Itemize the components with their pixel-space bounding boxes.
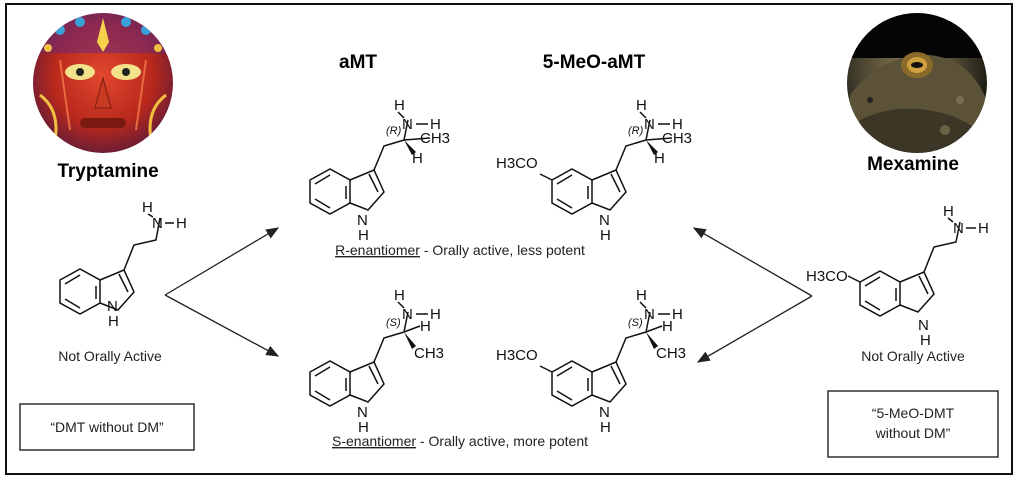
arrow-left-to-r <box>164 227 280 296</box>
r-enantiomer-caption: R-enantiomer - Orally active, less poten… <box>335 242 585 258</box>
meo-s-h1: H <box>636 287 647 304</box>
meo-s-n: N <box>644 306 655 323</box>
amt-s-h3: H <box>420 318 431 335</box>
nh-label: H <box>108 313 119 330</box>
tryptamine-title: Tryptamine <box>57 161 158 182</box>
methoxy-label: H3CO <box>806 268 848 285</box>
amt-r-h2: H <box>430 116 441 133</box>
right-note-box: “5-MeO-DMT without DM” <box>827 390 999 458</box>
meo-amt-title: 5-MeO-aMT <box>543 52 646 73</box>
meo-amt-s-structure: H3CO H N H H CH3 (S) N H <box>496 287 686 436</box>
psychedelic-face-image <box>33 13 173 153</box>
r-enantiomer-label: R-enantiomer <box>335 242 420 258</box>
amt-r-indole-n: N <box>357 212 368 229</box>
amt-s-n: N <box>402 306 413 323</box>
arrow-right-to-s <box>696 295 813 363</box>
meo-s-stereo: (S) <box>628 317 643 329</box>
n-label: N <box>107 298 118 315</box>
left-note-text: “DMT without DM” <box>50 419 164 435</box>
amt-s-h2: H <box>430 306 441 323</box>
s-enantiomer-label: S-enantiomer <box>332 433 416 449</box>
s-enantiomer-desc: - Orally active, more potent <box>416 433 588 449</box>
meo-r-h3: H <box>654 150 665 167</box>
reaction-arrows <box>164 227 813 363</box>
toad-image <box>847 13 987 153</box>
right-activity-label: Not Orally Active <box>861 348 965 364</box>
arrow-right-to-r <box>692 227 813 297</box>
amine-h2-label: H <box>176 215 187 232</box>
meo-r-ch3: CH3 <box>662 130 692 147</box>
meo-s-methoxy: H3CO <box>496 347 538 364</box>
amt-s-indole-n: N <box>357 404 368 421</box>
meo-r-indole-h: H <box>600 227 611 244</box>
left-note-box: “DMT without DM” <box>19 403 195 451</box>
meo-s-indole-h: H <box>600 419 611 436</box>
amt-title: aMT <box>339 52 377 73</box>
left-activity-label: Not Orally Active <box>58 348 162 364</box>
amt-r-h3: H <box>412 150 423 167</box>
meo-r-stereo: (R) <box>628 125 644 137</box>
amt-s-ch3: CH3 <box>414 345 444 362</box>
amt-r-stereo: (R) <box>386 125 402 137</box>
arrow-left-to-s <box>164 294 280 357</box>
meo-r-n: N <box>644 116 655 133</box>
meo-s-indole-n: N <box>599 404 610 421</box>
mexamine-structure: H3CO N H N H H <box>806 203 989 349</box>
meo-r-indole-n: N <box>599 212 610 229</box>
amt-r-n: N <box>402 116 413 133</box>
right-note-line1: “5-MeO-DMT <box>872 405 955 421</box>
meo-s-ch3: CH3 <box>656 345 686 362</box>
amine-n-label-right: N <box>953 220 964 237</box>
amt-r-h1: H <box>394 97 405 114</box>
amine-h2-right: H <box>978 220 989 237</box>
meo-s-h2: H <box>672 306 683 323</box>
amine-n-label: N <box>152 215 163 232</box>
nh-label-right: N <box>918 317 929 334</box>
right-note-line2: without DM” <box>875 425 951 441</box>
r-enantiomer-desc: - Orally active, less potent <box>420 242 585 258</box>
amine-h1-label: H <box>142 199 153 216</box>
amt-r-ch3: CH3 <box>420 130 450 147</box>
s-enantiomer-caption: S-enantiomer - Orally active, more poten… <box>332 433 588 449</box>
tryptamine-structure: H N N H H <box>59 199 187 330</box>
meo-amt-r-structure: H3CO H N H CH3 H (R) N H <box>496 97 692 244</box>
amt-r-structure: H N H CH3 H (R) N H <box>309 97 450 244</box>
meo-r-h2: H <box>672 116 683 133</box>
amt-s-indole-h: H <box>358 419 369 436</box>
amt-r-indole-h: H <box>358 227 369 244</box>
meo-r-methoxy: H3CO <box>496 155 538 172</box>
meo-s-h3: H <box>662 318 673 335</box>
amt-s-h1: H <box>394 287 405 304</box>
mexamine-title: Mexamine <box>867 154 959 175</box>
meo-r-h1: H <box>636 97 647 114</box>
nh-h-label-right: H <box>920 332 931 349</box>
amine-h1-right: H <box>943 203 954 220</box>
amt-s-structure: H N H H CH3 (S) N H <box>309 287 444 436</box>
amt-s-stereo: (S) <box>386 317 401 329</box>
